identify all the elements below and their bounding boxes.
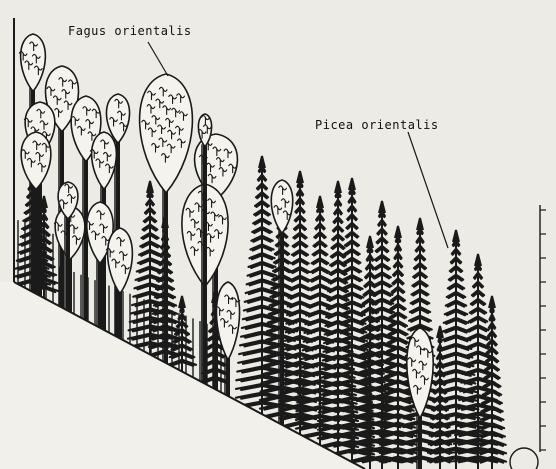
- height-scale: [540, 205, 546, 452]
- spruce-tip: [475, 254, 481, 266]
- picea-leader-line: [408, 132, 448, 248]
- spruce-tip: [379, 201, 385, 213]
- spruce-tip: [297, 171, 303, 183]
- beech-crown-icon: [407, 328, 433, 418]
- spruce-tip: [367, 236, 373, 248]
- corner-circle: [510, 448, 538, 469]
- spruce-tip: [179, 296, 185, 308]
- spruce-tip: [437, 326, 443, 338]
- spruce-tip: [417, 218, 423, 230]
- spruce-tip: [259, 156, 265, 168]
- spruce-tip: [453, 230, 459, 242]
- spruce-tip: [147, 181, 153, 193]
- beech-tree-12: [106, 228, 132, 338]
- spruce-tip: [335, 181, 341, 193]
- spruce-tip: [489, 296, 495, 308]
- spruce-tip: [349, 178, 355, 190]
- spruce-tip: [395, 226, 401, 238]
- spruce-tip: [317, 196, 323, 208]
- fagus-leader-line: [148, 42, 168, 76]
- beech-crown-icon: [140, 74, 193, 193]
- beech-crown-icon: [21, 132, 51, 189]
- fagus-orientalis-label: Fagus orientalis: [68, 24, 192, 38]
- picea-orientalis-label: Picea orientalis: [315, 118, 439, 132]
